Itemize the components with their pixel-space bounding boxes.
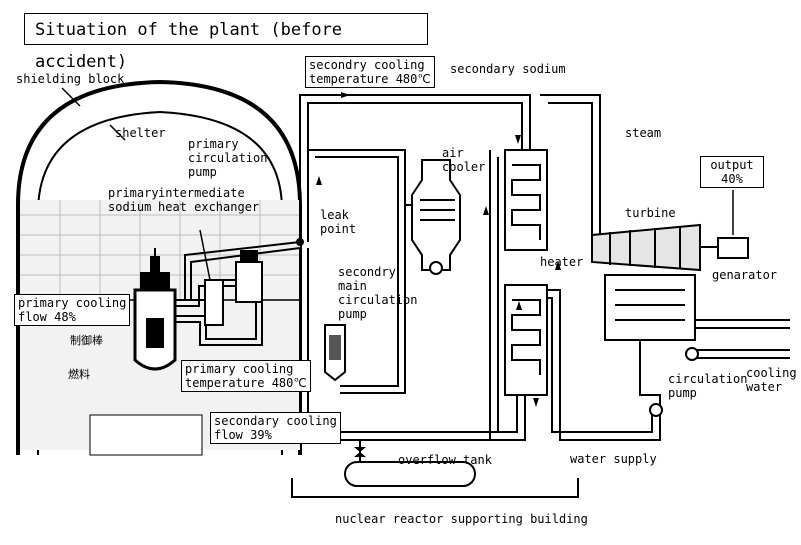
label-intermediate-heat-exchanger: intermediate heat exchanger <box>158 186 260 214</box>
box-secondary-cooling-flow: secondary cooling flow 39% <box>210 412 341 444</box>
circulation-pump-icon <box>685 347 699 361</box>
generator <box>717 237 749 259</box>
label-primary-sodium: primary sodium <box>108 186 159 214</box>
secondary-loop <box>299 94 661 441</box>
box-output: output 40% <box>700 156 764 188</box>
flow-arrows <box>316 92 561 407</box>
ihx <box>204 279 224 326</box>
label-building: nuclear reactor supporting building <box>335 512 588 526</box>
tank-valve <box>354 447 366 457</box>
label-steam: steam <box>625 126 662 140</box>
overflow-tank <box>344 461 476 487</box>
label-shelter: shelter <box>115 126 166 140</box>
feed-pump-icon <box>649 403 663 417</box>
box-secondary-cooling-temperature: secondry cooling temperature 480℃ <box>305 56 435 88</box>
turbine <box>591 223 720 272</box>
reactor-core <box>146 318 164 348</box>
shelter-inner <box>37 110 283 455</box>
label-turbine: turbine <box>625 206 676 220</box>
label-circulation-pump: circulation pump <box>668 372 748 400</box>
label-secondary-sodium: secondary sodium <box>450 62 566 76</box>
box-primary-cooling-flow: primary cooling flow 48% <box>14 294 131 326</box>
building-bracket <box>291 478 579 498</box>
box-primary-cooling-temperature: primary cooling temperature 480℃ <box>181 360 311 392</box>
condenser <box>604 274 790 410</box>
label-cooling-water: cooling water <box>746 366 797 394</box>
label-leak-point: leak point <box>320 208 357 236</box>
label-generator: genarator <box>712 268 778 282</box>
label-fuel: 燃料 <box>68 368 90 381</box>
air-cooler <box>411 159 461 275</box>
label-secondary-main-pump: secondry main circulation pump <box>338 265 418 321</box>
label-air-cooler: air cooler <box>442 146 486 174</box>
heater-lower <box>504 284 548 396</box>
primary-loop <box>175 241 301 346</box>
label-heater: heater <box>540 255 584 269</box>
heater-upper <box>504 149 548 251</box>
reactor-floor-box <box>89 414 203 456</box>
page-title: Situation of the plant (before accident) <box>24 13 428 72</box>
shelter-dome <box>16 79 302 455</box>
primary-pump <box>235 261 263 303</box>
label-water-supply: water supply <box>570 452 657 466</box>
shielding-arrow <box>61 87 81 107</box>
leak-point-marker <box>296 238 304 246</box>
label-primary-circulation-pump: primary circulation pump <box>188 137 268 179</box>
label-overflow-tank: overflow tank <box>398 453 492 467</box>
label-shielding-block: shielding block <box>16 72 125 86</box>
label-control-rod: 制御棒 <box>70 334 103 347</box>
